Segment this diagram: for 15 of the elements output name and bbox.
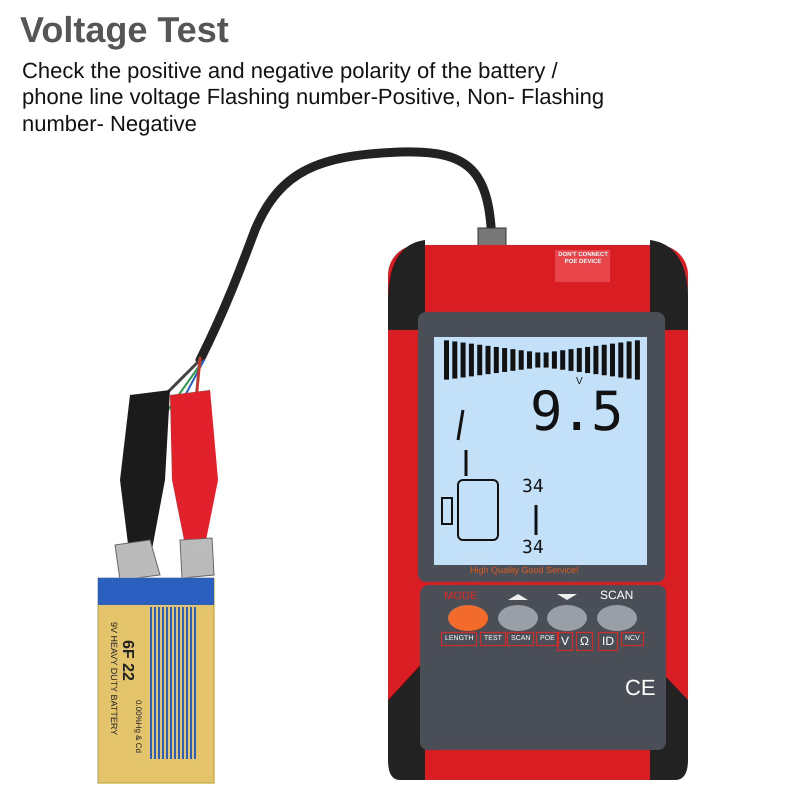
mode-indicator: V — [557, 632, 574, 652]
mode-key-label: MODE — [444, 590, 477, 602]
battery-type-text: 6F 22 — [118, 640, 136, 681]
title: Voltage Test — [20, 10, 229, 50]
mode-indicator: ID — [598, 632, 618, 652]
wire-map-number: 34 — [522, 538, 544, 558]
mode-indicator: Ω — [576, 632, 593, 652]
wire-map-number: 34 — [522, 477, 544, 497]
scan-key-label: SCAN — [600, 589, 634, 602]
unit-label: V — [576, 376, 583, 387]
battery-spec-text: 0.00%Hg & Cd — [133, 700, 142, 753]
battery-label-text: 9V HEAVY DUTY BATTERY — [108, 622, 118, 736]
caption-text: Check the positive and negative polarity of the battery / phone line voltage Flashing number-Positive, Non- Flashing number- Negative — [22, 58, 606, 138]
ce-mark: CE — [625, 676, 656, 700]
slogan-text: High Quality Good Service! — [470, 566, 579, 576]
